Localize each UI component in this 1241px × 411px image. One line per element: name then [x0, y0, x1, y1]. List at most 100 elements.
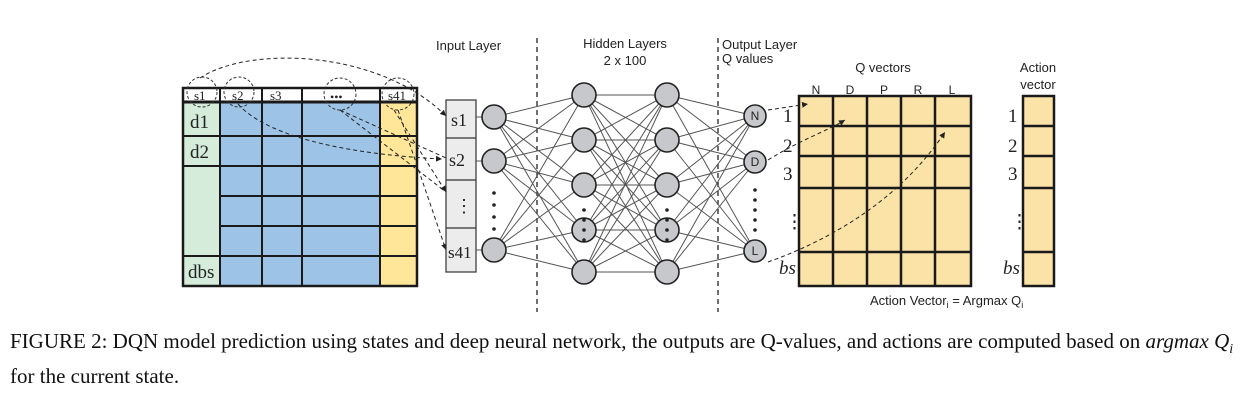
- network-edge: [666, 115, 756, 273]
- ellipsis-dot: [492, 215, 496, 219]
- network-edge: [666, 161, 756, 273]
- network-edge: [666, 250, 756, 273]
- ellipsis-dot: [665, 218, 669, 222]
- state-row-d1: d1: [190, 112, 209, 133]
- action-label: Action: [1020, 60, 1056, 75]
- ellipsis-dot: [665, 208, 669, 212]
- vector-label: vector: [1020, 77, 1056, 92]
- network-edge: [666, 115, 756, 231]
- network-edge: [583, 94, 668, 186]
- network-edge: [583, 184, 668, 273]
- network-edge: [583, 139, 668, 273]
- network-edge: [583, 94, 668, 231]
- q-col-n: N: [812, 83, 821, 97]
- network-edge: [666, 229, 756, 252]
- network-edge: [666, 115, 756, 186]
- network-edge: [493, 229, 585, 251]
- network-edge: [583, 94, 668, 273]
- caption-tail: for the current state.: [10, 364, 180, 389]
- action-row-2: 2: [1008, 136, 1018, 157]
- action-vector: 1 2 3 ⋮ bs: [1003, 94, 1056, 288]
- ellipsis-dot: [492, 227, 496, 231]
- q-vectors-grid: N D P R L 1 2 3 ⋮ bs: [779, 83, 973, 288]
- figure-caption: FIGURE 2: DQN model prediction using sta…: [10, 328, 1235, 389]
- network-edges: [476, 94, 756, 273]
- output-node-l-label: L: [752, 244, 759, 258]
- action-formula: Action Vectori = Argmax Qi: [870, 293, 1023, 310]
- q-row-bs: bs: [779, 258, 796, 279]
- state-header-s1: s1: [194, 88, 206, 103]
- network-edge: [493, 160, 585, 273]
- ellipsis-dot: [753, 218, 757, 222]
- network-edge: [666, 94, 756, 117]
- input-column: s1 s2 ⋮ s41: [445, 99, 477, 273]
- output-node: [743, 239, 767, 263]
- network-edge: [583, 184, 668, 231]
- network-edge: [666, 161, 756, 231]
- q-values-label: Q values: [722, 51, 774, 66]
- state-table-last-column: [380, 102, 417, 286]
- input-node: [481, 237, 507, 263]
- output-node: [743, 150, 767, 174]
- input-cell-s1: s1: [451, 110, 467, 130]
- network-edge: [583, 229, 668, 273]
- network-edge: [493, 184, 585, 251]
- ellipsis-dot: [582, 238, 586, 242]
- output-to-q-arrows: [767, 101, 946, 263]
- hidden2-node: [654, 127, 680, 153]
- ellipsis-dot: [753, 188, 757, 192]
- ellipsis-dot: [753, 198, 757, 202]
- q-row-ellipsis: ⋮: [785, 212, 804, 233]
- action-row-3: 3: [1008, 164, 1018, 185]
- ellipsis-dot: [665, 228, 669, 232]
- output-node-d-label: D: [751, 155, 760, 169]
- action-row-1: 1: [1008, 106, 1018, 127]
- q-col-p: P: [880, 83, 888, 97]
- caption-math: argmax Q: [1145, 329, 1230, 353]
- caption-text: FIGURE 2: DQN model prediction using sta…: [10, 329, 1146, 353]
- network-edge: [666, 184, 756, 252]
- output-node-n-label: N: [751, 109, 760, 123]
- network-nodes: [481, 82, 767, 285]
- state-table: s1 s2 s3 ••• s41 d1 d2 dbs: [181, 76, 419, 288]
- hidden2-node: [654, 172, 680, 198]
- state-row-dbs: dbs: [188, 262, 214, 283]
- hidden1-node: [571, 259, 597, 285]
- q-row-1: 1: [783, 106, 793, 127]
- ellipsis-dot: [665, 238, 669, 242]
- caption-math-sub: i: [1229, 342, 1234, 358]
- input-cell-s41: s41: [448, 243, 472, 262]
- ellipsis-dot: [582, 218, 586, 222]
- state-header-s3: s3: [270, 88, 282, 103]
- network-edge: [493, 94, 585, 118]
- ellipsis-dot: [492, 191, 496, 195]
- q-row-2: 2: [783, 136, 793, 157]
- network-edge: [583, 139, 668, 231]
- state-row-d2: d2: [190, 142, 209, 163]
- state-header-s2: s2: [232, 88, 244, 103]
- dqn-diagram: s1 s2 s3 ••• s41 d1 d2 dbs Input Layer H…: [181, 36, 1056, 312]
- state-header-ellipsis: •••: [330, 90, 343, 104]
- network-edge: [493, 139, 585, 162]
- q-vectors-label: Q vectors: [855, 60, 911, 75]
- ellipsis-dot: [582, 228, 586, 232]
- hidden2-node: [654, 82, 680, 108]
- hidden1-node: [571, 172, 597, 198]
- state-table-header: [183, 88, 417, 102]
- output-node: [743, 104, 767, 128]
- hidden1-node: [571, 82, 597, 108]
- network-edge: [493, 94, 585, 251]
- ellipsis-dot: [753, 208, 757, 212]
- action-row-ellipsis: ⋮: [1010, 212, 1029, 233]
- hidden1-node: [571, 127, 597, 153]
- state-table-values: [220, 102, 380, 286]
- q-col-r: R: [914, 83, 923, 97]
- ellipsis-dot: [582, 208, 586, 212]
- hidden-size-label: 2 x 100: [604, 53, 647, 68]
- network-edge: [493, 94, 585, 162]
- input-node: [481, 148, 507, 174]
- state-to-input-arrows: [199, 57, 447, 251]
- ellipsis-dot: [753, 228, 757, 232]
- network-edge: [493, 139, 585, 251]
- input-layer-label: Input Layer: [436, 38, 502, 53]
